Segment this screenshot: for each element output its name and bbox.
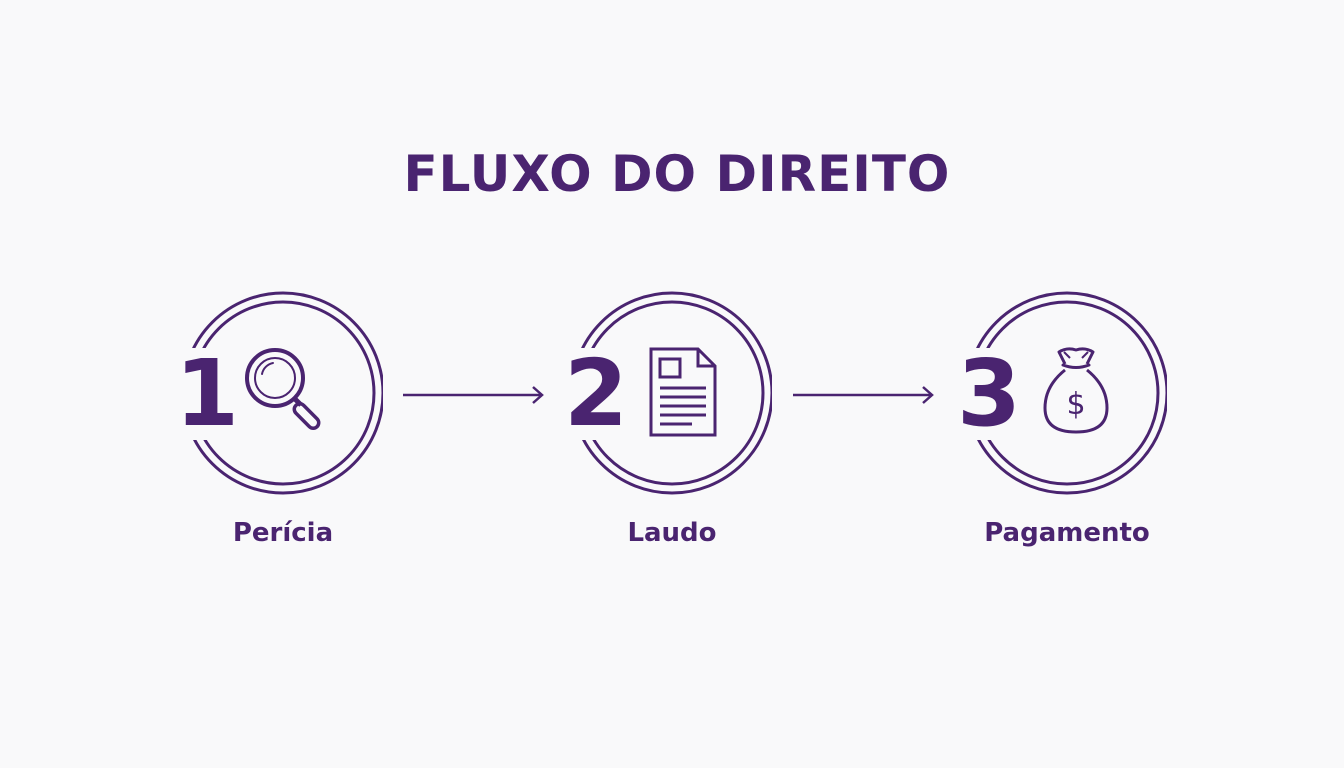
step-1-label: Perícia [232,518,334,548]
step-1-number: 1 [173,340,242,447]
magnifying-glass-icon [245,348,321,430]
step-1: 1 [173,288,383,498]
arrow-1-to-2 [403,386,544,404]
arrow-2-to-3 [793,386,934,404]
step-3: 3 $ [955,288,1167,498]
money-bag-icon: $ [1043,347,1109,434]
step-2-label: Laudo [627,518,717,548]
dollar-sign-icon: $ [1066,387,1085,422]
step-2-number: 2 [562,340,631,447]
document-icon [649,347,717,437]
step-3-number: 3 [955,340,1024,447]
diagram-title: FLUXO DO DIREITO [403,145,951,203]
step-3-label: Pagamento [984,518,1150,548]
step-2: 2 [562,288,772,498]
